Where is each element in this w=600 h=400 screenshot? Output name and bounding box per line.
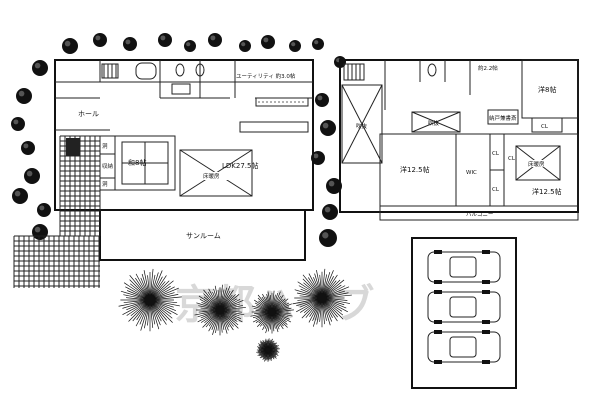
- garden-tree-icon: [194, 284, 246, 336]
- tree-icon: [261, 35, 275, 49]
- label-hall: ホール: [78, 110, 99, 118]
- label-dodo1: 洞: [102, 142, 108, 150]
- label-floor-heat2: 床暖房: [528, 160, 545, 168]
- bathtub: [135, 62, 157, 80]
- garden-tree-icon: [292, 268, 352, 328]
- tree-icon: [62, 38, 78, 54]
- label-yo125a: 洋12.5帖: [400, 165, 430, 174]
- garden-tree-icon: [256, 338, 280, 362]
- floor-heating-ldk: [179, 149, 253, 197]
- car-icon: [427, 250, 501, 284]
- car-icon: [427, 330, 501, 364]
- toilet-icon: [175, 63, 185, 77]
- label-yo125b: 洋12.5帖: [532, 187, 562, 196]
- label-ldk: LDK27.5帖: [222, 161, 258, 170]
- label-wic: WIC: [466, 170, 477, 176]
- tree-icon: [32, 60, 48, 76]
- label-cl4: CL: [541, 124, 549, 130]
- tree-icon: [322, 204, 338, 220]
- stairs-2f: [343, 63, 365, 81]
- tree-icon: [289, 40, 301, 52]
- tree-icon: [123, 37, 137, 51]
- label-fukinuke2: 吹抜: [428, 119, 440, 127]
- label-cl2: CL: [492, 187, 500, 193]
- label-fukinuke1: 吹抜: [356, 122, 368, 130]
- label-utility: ユーティリティ 約3.0帖: [236, 72, 296, 80]
- tree-icon: [312, 38, 324, 50]
- stairs-1f: [101, 63, 119, 79]
- tree-icon: [208, 33, 222, 47]
- tree-icon: [93, 33, 107, 47]
- tree-icon: [320, 120, 336, 136]
- label-washitsu: 和8帖: [128, 158, 146, 167]
- tree-icon: [315, 93, 329, 107]
- tree-group: [11, 33, 346, 247]
- tree-icon: [24, 168, 40, 184]
- label-floor-heat: 床暖房: [203, 172, 220, 180]
- label-sunroom: サンルーム: [186, 232, 221, 240]
- parking-area: [411, 237, 517, 389]
- floor-1: ホール 和8帖 洞 収納 洞 床暖房 LDK27.5帖 ユーティリティ 約3.0…: [13, 59, 314, 288]
- kitchen-counter: [239, 121, 309, 133]
- tree-icon: [239, 40, 251, 52]
- tree-icon: [158, 33, 172, 47]
- tree-icon: [37, 203, 51, 217]
- label-cl3: CL: [508, 156, 516, 162]
- car-icon: [427, 290, 501, 324]
- label-cl1: CL: [492, 151, 500, 157]
- tree-icon: [21, 141, 35, 155]
- floor-2: 吹抜 約2.2帖 洋8帖 CL 吹抜 納戸兼書斎 洋12.5帖 WIC CL C…: [339, 59, 579, 221]
- tree-icon: [12, 188, 28, 204]
- entrance-paving: [13, 135, 101, 288]
- tree-icon: [16, 88, 32, 104]
- parking: [411, 237, 517, 389]
- atrium-1: [341, 84, 383, 164]
- label-storage2: 納戸兼書斎: [489, 114, 517, 122]
- label-study: 約2.2帖: [478, 64, 498, 72]
- label-oshiire: 収納: [102, 162, 114, 170]
- atrium-2: [411, 111, 461, 133]
- garden-tree-icon: [118, 268, 182, 332]
- tree-icon: [11, 117, 25, 131]
- garden-tree-icon: [250, 290, 294, 334]
- tree-icon: [319, 229, 337, 247]
- label-balcony: バルコニー: [466, 211, 493, 218]
- balcony: [379, 205, 579, 221]
- garden-trees: [118, 268, 352, 362]
- label-dodo2: 洞: [102, 180, 108, 188]
- tree-icon: [184, 40, 196, 52]
- label-yo8: 洋8帖: [538, 85, 556, 94]
